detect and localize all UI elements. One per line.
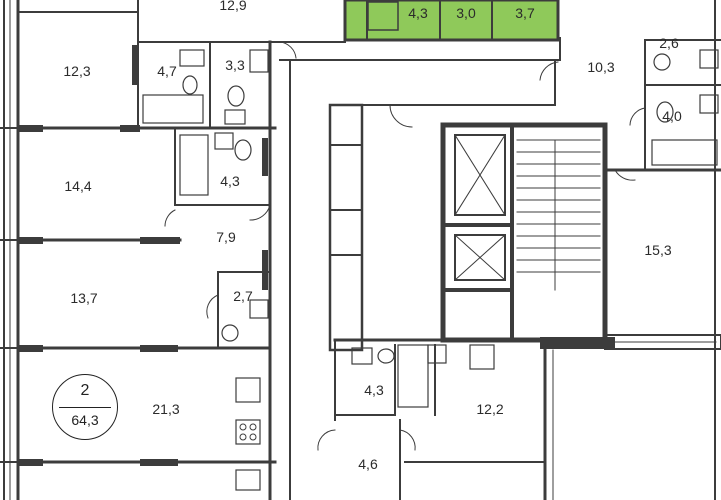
room-area-10-3: 10,3 [587,59,615,75]
room-area-15-3: 15,3 [644,242,672,258]
room-area-4-3-bath: 4,3 [220,173,240,189]
room-area-4-0: 4,0 [662,108,682,124]
badge-divider [59,407,111,408]
room-area-12-3: 12,3 [63,63,91,79]
room-area-7-9: 7,9 [216,229,236,245]
room-area-3-0-highlight: 3,0 [456,5,476,21]
room-area-14-4: 14,4 [64,178,92,194]
room-area-2-6: 2,6 [659,35,679,51]
room-area-12-2: 12,2 [476,401,504,417]
room-area-21-3: 21,3 [152,401,180,417]
apartment-total-area: 64,3 [71,412,99,428]
room-area-4-7: 4,7 [157,63,177,79]
apartment-number: 2 [80,382,90,399]
room-area-3-7-highlight: 3,7 [515,5,535,21]
room-area-12-9: 12,9 [219,0,247,13]
highlighted-apartment[interactable] [343,0,560,42]
room-area-4-3-highlight: 4,3 [408,5,428,21]
apartment-badge[interactable]: 2 64,3 [52,374,118,440]
room-area-13-7: 13,7 [70,290,98,306]
room-area-4-6: 4,6 [358,456,378,472]
room-area-2-7: 2,7 [233,288,253,304]
room-area-3-3: 3,3 [225,57,245,73]
room-area-4-3-lower: 4,3 [364,382,384,398]
